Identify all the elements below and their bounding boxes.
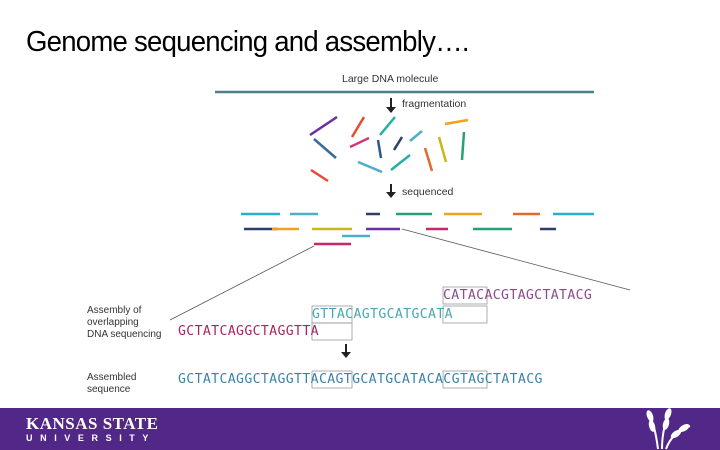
assembled-part: CACGTAGCTATACG (426, 372, 543, 387)
assembly-label: Assembly of overlapping DNA sequencing (87, 305, 162, 341)
zoom-line-right (401, 228, 631, 291)
read-3: GCTATCAGGCTAGGTTA (178, 324, 319, 339)
dna-fragments (309, 115, 469, 183)
assembly-label-line: Assembly of (87, 305, 142, 316)
assembled-part: CATA (393, 372, 427, 387)
assembled-label-line: sequence (87, 384, 131, 395)
zoom-line-left (169, 245, 315, 321)
assembly-label-line: overlapping (87, 317, 139, 328)
assembled-part: CAGTGCATG (318, 372, 394, 387)
large-dna-label: Large DNA molecule (342, 73, 439, 85)
footer-bar (0, 408, 720, 450)
fragmentation-label: fragmentation (402, 98, 467, 110)
read-2: GTTACAGTGCATGCATA (312, 307, 453, 322)
sequenced-label: sequenced (402, 186, 454, 198)
sequenced-reads (241, 212, 594, 246)
university-subtitle: UNIVERSITY (26, 433, 157, 443)
assembled-part: GCTATCAGGCTAG (178, 372, 286, 387)
read-1: CATACACGTAGCTATACG (443, 288, 592, 303)
assembled-part: GTTA (285, 372, 319, 387)
university-name: KANSAS STATE (26, 414, 159, 433)
assembled-label: Assembled sequence (87, 372, 136, 396)
assembly-label-line: DNA sequencing (87, 329, 162, 340)
assembled-sequence: GCTATCAGGCTAGGTTACAGTGCATGCATACACGTAGCTA… (178, 372, 543, 387)
slide-title: Genome sequencing and assembly…. (26, 26, 470, 58)
read-1-text: CATACACGTAGCTATACG (443, 288, 593, 303)
wheat-icon (646, 408, 691, 450)
read-2-text: GTTACAGTGCATGCATA (312, 307, 453, 322)
overlap-boxes (311, 286, 488, 389)
read-3-text: GCTATCAGGCTAGGTTA (178, 324, 319, 339)
assembled-label-line: Assembled (87, 372, 137, 383)
